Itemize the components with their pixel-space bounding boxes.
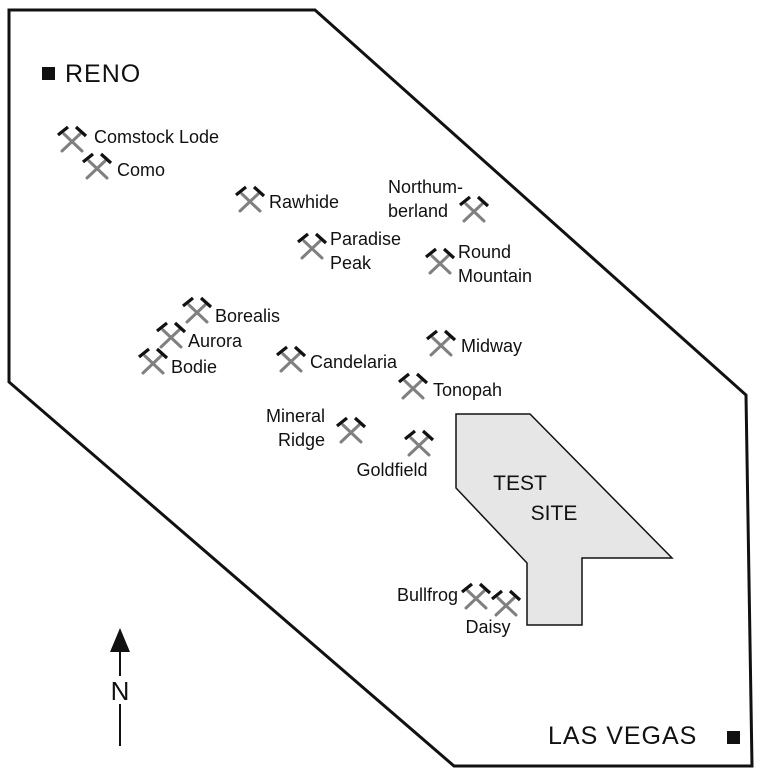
mine-icon [138,347,169,375]
mine-label: Ridge [278,430,325,450]
mine-como: Como [82,152,165,180]
mine-label: Mountain [458,266,532,286]
mine-icon [235,185,266,213]
mine-label: Bullfrog [397,585,458,605]
mine-northumberland: Northum-berland [388,177,490,223]
city-label-las-vegas: LAS VEGAS [548,722,697,750]
las-vegas-marker [727,731,740,744]
mine-goldfield: Goldfield [356,429,435,480]
region-boundary [7,8,754,768]
mine-icon [156,321,187,349]
mine-label: Como [117,160,165,180]
mine-rawhide: Rawhide [235,185,339,213]
mine-label: Rawhide [269,192,339,212]
mine-icon [57,125,88,153]
mine-comstock-lode: Comstock Lode [57,125,219,153]
mine-icon [276,345,307,373]
mine-label: Borealis [215,306,280,326]
city-label-reno: RENO [65,60,141,88]
test-site-label: SITE [531,502,578,525]
mine-icon [491,589,522,617]
mine-label: Northum- [388,177,463,197]
test-site-label: TEST [493,472,547,495]
mine-icon [182,296,213,324]
test-site-area [455,413,674,626]
mine-borealis: Borealis [182,296,280,326]
mine-aurora: Aurora [156,321,243,351]
mine-bodie: Bodie [138,347,217,377]
mine-label: Round [458,242,511,262]
mine-label: Goldfield [356,460,427,480]
mine-label: Paradise [330,229,401,249]
mine-candelaria: Candelaria [276,345,398,373]
mine-icon [425,247,456,275]
mine-icon [336,416,367,444]
mine-icon [461,582,492,610]
mine-label: Comstock Lode [94,127,219,147]
mine-midway: Midway [426,329,522,357]
mine-icon [297,232,328,260]
mine-label: Tonopah [433,380,502,400]
mine-label: berland [388,201,448,221]
mine-icon [82,152,113,180]
mine-label: Mineral [266,406,325,426]
north-label: N [111,676,130,706]
mine-icon [459,195,490,223]
mine-label: Aurora [188,331,243,351]
mine-label: Candelaria [310,352,398,372]
north-arrow: N [108,628,132,746]
mine-label: Bodie [171,357,217,377]
mine-icon [404,429,435,457]
mine-label: Daisy [465,617,510,637]
mine-tonopah: Tonopah [398,372,502,400]
reno-marker [42,67,55,80]
mine-icon [426,329,457,357]
mine-bullfrog: Bullfrog [397,582,492,610]
mine-label: Midway [461,336,522,356]
mine-icon [398,372,429,400]
mine-daisy: Daisy [465,589,522,637]
mine-label: Peak [330,253,372,273]
